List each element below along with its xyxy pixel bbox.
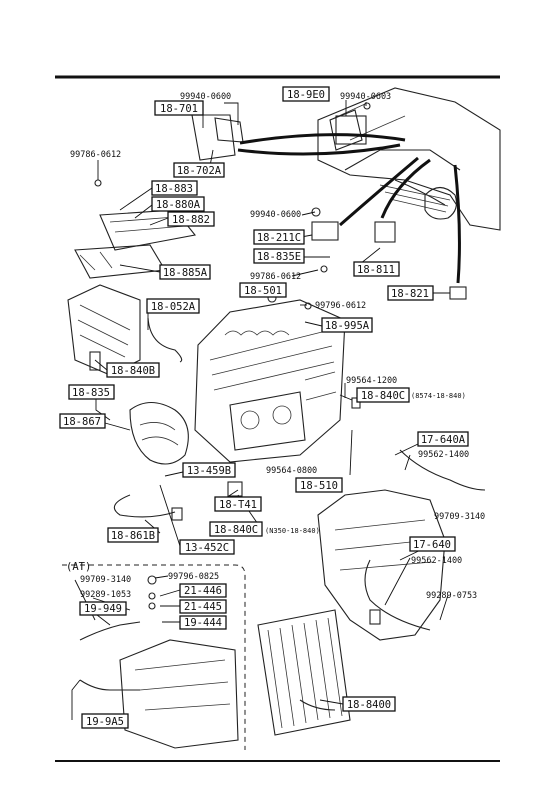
at-transmission-illustration	[119, 639, 239, 749]
boxed-callout-17-640: 17-640	[409, 536, 456, 552]
part-number-label: 99564-1200	[346, 376, 397, 386]
callout-text: 18-882	[172, 214, 210, 226]
callout-text: 18-867	[63, 416, 101, 428]
at-region-dashed-border	[62, 564, 246, 750]
callout-text: 18-702A	[177, 165, 222, 177]
wiring-harness-lines	[79, 317, 486, 711]
callout-text: 18-995A	[325, 320, 370, 332]
boxed-callout-18-052a: 18-052A	[146, 298, 200, 314]
callout-text: 13-452C	[185, 542, 229, 554]
callout-text: 18-861B	[111, 530, 155, 542]
callout-text: 21-446	[184, 585, 222, 597]
part-number-label: 99709-3140	[434, 512, 485, 522]
callout-text: 18-T41	[219, 499, 257, 511]
boxed-callout-18-840c-upper: 18-840C	[356, 387, 410, 403]
callout-text: 18-821	[391, 288, 429, 300]
boxed-callout-13-452c: 13-452C	[179, 539, 235, 555]
callout-text: 18-8400	[347, 699, 391, 711]
boxed-callout-18-702a: 18-702A	[173, 162, 225, 178]
callout-text: 18-880A	[156, 199, 201, 211]
callout-text: 13-459B	[187, 465, 231, 477]
callout-text: 17-640	[413, 539, 451, 551]
boxed-callout-18-701: 18-701	[154, 100, 204, 116]
exhaust-manifold-illustration	[129, 401, 189, 465]
boxed-callout-19-444: 19-444	[179, 615, 227, 630]
callout-text: 19-9A5	[86, 716, 124, 728]
part-number-label: 99289-1053	[80, 590, 131, 600]
boxed-callout-18-867: 18-867	[59, 413, 106, 429]
radiator-illustration	[257, 609, 351, 736]
callout-text: 18-840C	[361, 390, 405, 402]
callout-text: 18-9E0	[287, 89, 325, 101]
boxed-callout-19-949: 19-949	[79, 601, 127, 616]
boxed-callout-13-459b: 13-459B	[182, 462, 236, 478]
intake-manifold-illustration	[67, 284, 141, 376]
part-number-label: 99786-0612	[70, 150, 121, 160]
boxed-callout-18-835: 18-835	[68, 384, 115, 400]
part-number-label: 99709-3140	[80, 575, 131, 585]
part-number-label: (N350-18-840)	[265, 527, 320, 535]
leader-lines	[71, 100, 450, 720]
part-number-label: 99940-0600	[180, 92, 231, 102]
boxed-callout-17-640a: 17-640A	[417, 431, 469, 447]
boxed-callout-18-885a: 18-885A	[159, 264, 211, 280]
part-number-label: 99940-0603	[340, 92, 391, 102]
boxed-callout-18-9e0: 18-9E0	[282, 86, 330, 102]
boxed-callout-18-995a: 18-995A	[321, 317, 373, 333]
part-number-label: 99562-1400	[418, 450, 469, 460]
boxed-callout-18-811: 18-811	[353, 261, 400, 277]
callout-sweeps	[237, 133, 461, 284]
callout-text: 18-835	[72, 387, 110, 399]
callout-text: 18-840B	[111, 365, 155, 377]
boxed-callout-18-840c-lower: 18-840C	[209, 521, 263, 537]
engine-block-illustration	[194, 299, 346, 463]
boxed-callout-18-883: 18-883	[151, 180, 198, 196]
part-number-label: 99289-0753	[426, 591, 477, 601]
callout-text: 18-510	[300, 480, 338, 492]
callout-text: 18-501	[244, 285, 282, 297]
callout-text: 19-444	[184, 617, 222, 629]
callout-text: 18-835E	[257, 251, 301, 263]
car-front-illustration	[317, 87, 501, 231]
boxed-callout-18-861b: 18-861B	[107, 527, 159, 543]
part-number-label: 99564-0800	[266, 466, 317, 476]
callout-text: 18-211C	[257, 232, 301, 244]
callout-text: 18-840C	[214, 524, 258, 536]
boxed-callout-21-446: 21-446	[179, 583, 227, 598]
part-number-label: 99562-1400	[411, 556, 462, 566]
boxed-callout-19-9a5: 19-9A5	[81, 713, 129, 729]
at-section-label: (AT)	[66, 561, 91, 573]
part-number-label: 99796-0612	[315, 301, 366, 311]
boxed-callout-18-t41: 18-T41	[214, 496, 262, 512]
callout-text: 18-701	[160, 103, 198, 115]
boxed-callout-18-840b: 18-840B	[106, 362, 160, 378]
boxed-callout-18-8400: 18-8400	[342, 696, 396, 712]
boxed-callout-21-445: 21-445	[179, 599, 227, 614]
callout-text: 19-949	[84, 603, 122, 615]
callout-text: 18-885A	[163, 267, 208, 279]
part-number-label: 99796-0825	[168, 572, 219, 582]
part-number-label: 99940-0600	[250, 210, 301, 220]
boxed-callout-18-501: 18-501	[239, 282, 287, 298]
part-number-label: (8574-18-840)	[411, 392, 466, 400]
small-sensor-parts	[89, 102, 467, 625]
boxed-callout-18-882: 18-882	[167, 211, 215, 227]
callout-text: 18-811	[357, 264, 395, 276]
callout-text: 18-883	[155, 183, 193, 195]
callout-text: 17-640A	[421, 434, 466, 446]
part-number-label: 99786-0612	[250, 272, 301, 282]
callout-text: 21-445	[184, 601, 222, 613]
boxed-callout-18-835e: 18-835E	[253, 248, 305, 264]
boxed-callout-18-510: 18-510	[295, 477, 343, 493]
boxed-callout-18-880a: 18-880A	[151, 196, 205, 212]
callout-text: 18-052A	[151, 301, 196, 313]
ecu-bracket-illustration	[191, 114, 244, 161]
boxed-callout-18-211c: 18-211C	[253, 229, 305, 245]
boxed-callout-18-821: 18-821	[387, 285, 434, 301]
